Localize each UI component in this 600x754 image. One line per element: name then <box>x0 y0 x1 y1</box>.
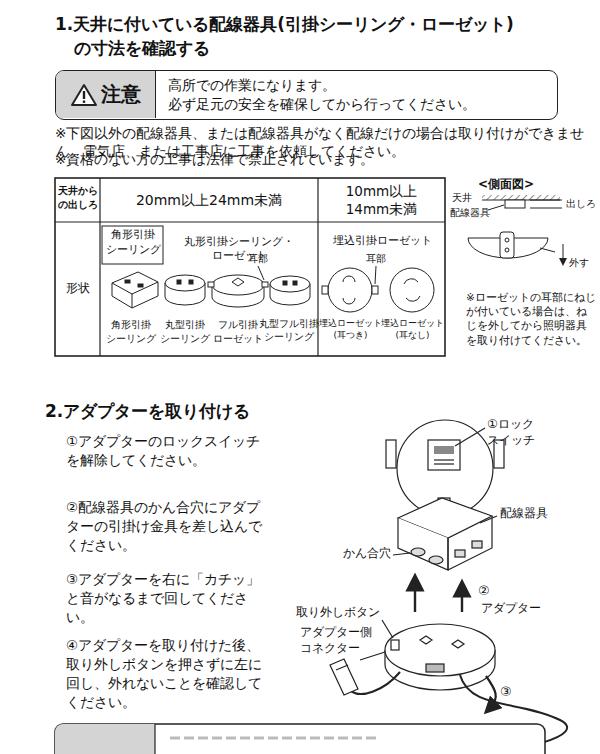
caution-box: 注意高所での作業になります。 必ず足元の安全を確保してから行ってください。 <box>55 70 558 120</box>
part-label: 配線器具 <box>450 206 496 220</box>
table-cell: 形状 <box>56 280 100 296</box>
callout-number: ③ <box>500 683 516 701</box>
embedded-rosette <box>322 266 434 312</box>
table-cell: 10mm以上 14mm未満 <box>318 182 445 218</box>
dimension-label: 出しろ <box>566 197 598 211</box>
caution-title: 注意 <box>101 81 141 108</box>
callout-number: ② <box>478 582 494 600</box>
table-cell: 角形引掛 シーリング <box>104 318 158 345</box>
callout-label: ①ロック スイッチ <box>487 416 551 448</box>
table-cell: 丸形引掛シーリング・ローゼット <box>160 234 318 262</box>
table-grid <box>55 178 445 356</box>
table-cell: 埋込ローゼット (耳なし) <box>381 318 444 342</box>
caution-box-partial <box>55 724 545 754</box>
note: ※資格のない方の工事は法律で禁止されています。 <box>55 150 595 168</box>
table-cell: 天井から の出しろ <box>56 184 100 211</box>
part-label: 配線器具 <box>500 505 560 521</box>
part-label: かん合穴 <box>343 545 395 561</box>
step-text: ③アダプターを右に「カチッ」と音がなるまで回してください。 <box>66 570 271 627</box>
note: ※ローゼットの耳部にねじが付いている場合は、ねじを外してから照明器具を取り付けて… <box>466 290 596 347</box>
table-cell: 20mm以上24mm未満 <box>100 191 318 210</box>
caution-text: 高所での作業になります。 必ず足元の安全を確保してから行ってください。 <box>56 71 557 119</box>
view-title: <側面図> <box>478 176 558 192</box>
caution-label: 注意 <box>56 71 156 118</box>
part-label: 取り外しボタン <box>296 604 386 620</box>
step-text: ④アダプターを取り付けた後、取り外しボタンを押さずに左に回し、外れないことを確認… <box>66 636 271 712</box>
table-cell: 丸型フル引掛 シーリング <box>259 318 318 344</box>
table-cell: 丸型引掛 シーリング <box>158 318 212 345</box>
step-text: ②配線器具のかん合穴にアダプターの引掛け金具を差し込んでください。 <box>66 498 271 555</box>
round-ceiling-fixture <box>165 266 310 307</box>
part-label: 耳部 <box>248 252 272 266</box>
insert-arrows <box>415 582 462 612</box>
table-cell: 埋込ローゼット (耳つき) <box>319 318 382 342</box>
warning-icon <box>71 83 97 107</box>
square-ceiling-fixture <box>112 272 158 308</box>
side-view <box>468 195 563 262</box>
part-label: 耳部 <box>366 252 390 266</box>
table-cell: フル引掛 ローゼット <box>211 318 265 345</box>
step-text: ①アダプターのロックスイッチを解除してください。 <box>66 432 271 470</box>
part-label: アダプター側 コネクター <box>300 624 380 656</box>
part-label: アダプター <box>481 600 551 616</box>
table-cell: 埋込引掛ローゼット <box>320 234 444 249</box>
section-heading: 2.アダプターを取り付ける <box>45 400 345 423</box>
wiring-device <box>393 498 497 570</box>
part-label: 天井 <box>452 191 482 205</box>
table-cell: 角形引掛 シーリング <box>104 228 162 258</box>
section-heading: 1.天井に付いている配線器具(引掛シーリング・ローゼット) の寸法を確認する <box>55 12 595 60</box>
part-label: 外す <box>569 256 595 270</box>
